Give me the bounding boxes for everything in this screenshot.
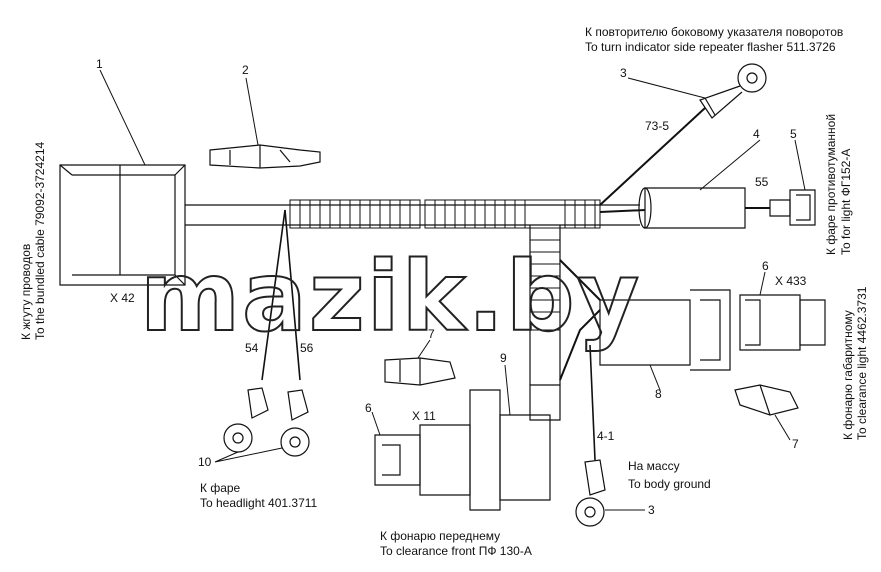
connector-x11 bbox=[374, 424, 471, 496]
wire-55 bbox=[599, 209, 646, 213]
capacitor-4 bbox=[638, 187, 770, 229]
callout-6-right: 6 bbox=[762, 259, 769, 273]
connector-label-x433: X 433 bbox=[775, 274, 807, 288]
wire-73-5 bbox=[599, 107, 706, 206]
label-side-ru: К фонарю габаритному bbox=[841, 310, 855, 440]
callout-2: 2 bbox=[242, 63, 249, 77]
connector-5 bbox=[769, 189, 816, 226]
label-headlight-ru: К фаре bbox=[200, 481, 241, 495]
callout-3-bottom: 3 bbox=[648, 503, 655, 517]
wire-56 bbox=[284, 209, 301, 381]
wire-label-56: 56 bbox=[300, 341, 314, 355]
wire-label-54: 54 bbox=[245, 341, 259, 355]
label-top-en: To turn indicator side repeater flasher … bbox=[585, 40, 836, 54]
callout-1: 1 bbox=[96, 57, 103, 71]
module-8 bbox=[599, 289, 731, 371]
callout-10: 10 bbox=[198, 455, 212, 469]
wire-labels: 73-5 55 54 56 4-1 bbox=[245, 119, 769, 443]
harness-trunk bbox=[185, 199, 640, 385]
callout-4: 4 bbox=[753, 127, 760, 141]
corrugated-tube bbox=[289, 199, 601, 331]
wire-54 bbox=[261, 209, 286, 381]
callout-8: 8 bbox=[655, 387, 662, 401]
label-top-ru: К повторителю боковому указателя поворот… bbox=[585, 25, 843, 39]
watermark: mazik.by bbox=[140, 241, 641, 353]
wire-label-4-1: 4-1 bbox=[597, 429, 615, 443]
callout-9: 9 bbox=[500, 351, 507, 365]
label-ground-en: To body ground bbox=[628, 477, 711, 491]
label-left-ru: К жгуту проводов bbox=[19, 244, 33, 340]
wire-to-module bbox=[559, 259, 601, 381]
ring-terminal-10-right bbox=[280, 389, 310, 457]
wire-label-55: 55 bbox=[755, 175, 769, 189]
callout-7-right: 7 bbox=[792, 437, 799, 451]
label-ground-ru: На массу bbox=[628, 459, 680, 473]
lamp-housing-9 bbox=[469, 384, 561, 511]
ring-terminal-10-left bbox=[223, 387, 269, 453]
label-fog-ru: К фаре противотуманной bbox=[824, 114, 838, 255]
label-clearance-front-en: To clearance front ПФ 130-А bbox=[380, 544, 532, 558]
connector-x433 bbox=[739, 294, 826, 351]
ring-terminal-3-ground bbox=[575, 459, 606, 527]
terminal-7-right bbox=[734, 384, 799, 416]
wire-label-73-5: 73-5 bbox=[645, 119, 669, 133]
connector-labels: X 42 X 11 X 433 bbox=[110, 274, 807, 423]
terminal-7-left bbox=[384, 357, 456, 386]
label-headlight-en: To headlight 401.3711 bbox=[200, 496, 318, 510]
leader-lines bbox=[99, 69, 806, 511]
connector-label-x11: X 11 bbox=[412, 409, 436, 423]
callout-7-left: 7 bbox=[428, 327, 435, 341]
text-labels: К повторителю боковому указателя поворот… bbox=[19, 25, 869, 558]
connector-label-x42: X 42 bbox=[110, 291, 135, 305]
callout-6-left: 6 bbox=[365, 401, 372, 415]
ring-terminal-3-top bbox=[699, 63, 767, 119]
label-left-en: To the bundled cable 79092-3724214 bbox=[33, 142, 47, 340]
label-fog-en: To for light ФГ152-А bbox=[839, 149, 853, 255]
callout-numbers: 1 2 3 4 5 6 7 8 9 6 7 10 3 bbox=[96, 57, 799, 517]
wire-4-1 bbox=[589, 344, 596, 461]
callout-5: 5 bbox=[790, 127, 797, 141]
terminal-2 bbox=[209, 144, 321, 169]
connector-x42 bbox=[59, 164, 186, 286]
label-clearance-front-ru: К фонарю переднему bbox=[380, 529, 500, 543]
callout-3-top: 3 bbox=[620, 66, 627, 80]
label-side-en: To clearance light 4462.3731 bbox=[855, 286, 869, 440]
